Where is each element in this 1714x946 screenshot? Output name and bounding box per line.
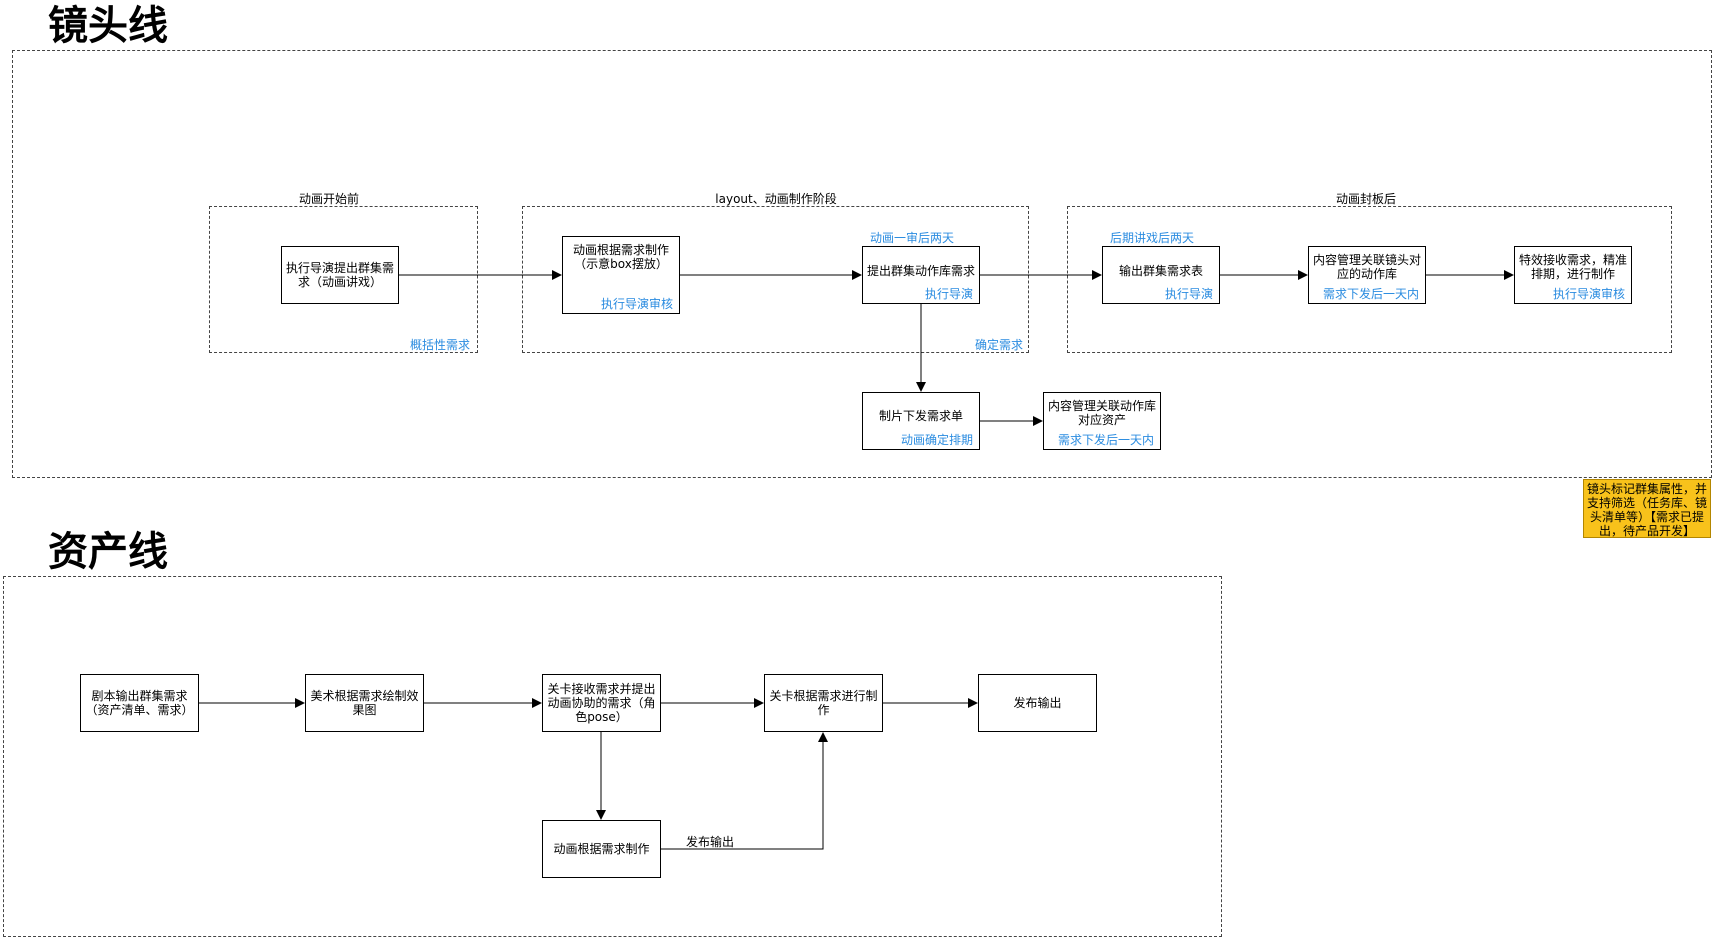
node-script-request-text: 剧本输出群集需求（资产清单、需求） (85, 689, 194, 717)
edge-a6-a4 (661, 732, 828, 850)
node-content-link-asset-text: 内容管理关联动作库对应资产 (1048, 399, 1157, 427)
node-content-link-asset[interactable]: 内容管理关联动作库对应资产 需求下发后一天内 (1043, 392, 1161, 450)
node-producer-order-text: 制片下发需求单 (878, 409, 963, 423)
edge-label-publish: 发布输出 (686, 835, 735, 849)
node-vfx-schedule[interactable]: 特效接收需求，精准排期，进行制作 执行导演审核 (1514, 246, 1632, 304)
node-animation-build[interactable]: 动画根据需求制作 (542, 820, 661, 878)
node-crowd-sheet[interactable]: 输出群集需求表 执行导演 (1102, 246, 1220, 304)
node-animation-box[interactable]: 动画根据需求制作（示意box摆放） 执行导演审核 (562, 236, 680, 314)
timing-after-review: 动画一审后两天 (870, 231, 955, 245)
node-producer-order-tag: 动画确定排期 (900, 433, 973, 447)
group-layout-stage (522, 206, 1029, 353)
node-producer-order[interactable]: 制片下发需求单 动画确定排期 (862, 392, 980, 450)
group-before-animation (209, 206, 478, 353)
node-animation-box-text: 动画根据需求制作（示意box摆放） (572, 243, 669, 271)
node-art-concept-text: 美术根据需求绘制效果图 (310, 689, 419, 717)
node-content-link-shot-tag: 需求下发后一天内 (1322, 287, 1419, 301)
node-level-request[interactable]: 关卡接收需求并提出动画协助的需求（角色pose） (542, 674, 661, 732)
node-action-library-request-tag: 执行导演 (924, 287, 973, 301)
note-shot-crowd-attribute: 镜头标记群集属性，并支持筛选（任务库、镜头清单等）【需求已提出，待产品开发】 (1583, 479, 1711, 538)
node-animation-build-text: 动画根据需求制作 (553, 842, 650, 856)
node-content-link-asset-tag: 需求下发后一天内 (1057, 433, 1154, 447)
timing-after-talk: 后期讲戏后两天 (1110, 231, 1195, 245)
node-director-request-text: 执行导演提出群集需求（动画讲戏） (286, 261, 395, 289)
node-publish-output-text: 发布输出 (1013, 696, 1062, 710)
shot-line-frame (12, 50, 1712, 478)
node-action-library-request-text: 提出群集动作库需求 (867, 264, 976, 278)
group-after-lock-label: 动画封板后 (1335, 192, 1397, 206)
node-vfx-schedule-tag: 执行导演审核 (1552, 287, 1625, 301)
node-level-build[interactable]: 关卡根据需求进行制作 (764, 674, 883, 732)
node-director-request[interactable]: 执行导演提出群集需求（动画讲戏） (281, 246, 399, 304)
group-after-lock (1067, 206, 1672, 353)
node-action-library-request[interactable]: 提出群集动作库需求 执行导演 (862, 246, 980, 304)
node-level-request-text: 关卡接收需求并提出动画协助的需求（角色pose） (547, 682, 656, 724)
node-publish-output[interactable]: 发布输出 (978, 674, 1097, 732)
group-layout-stage-label: layout、动画制作阶段 (715, 192, 837, 206)
node-crowd-sheet-tag: 执行导演 (1164, 287, 1213, 301)
node-art-concept[interactable]: 美术根据需求绘制效果图 (305, 674, 424, 732)
node-script-request[interactable]: 剧本输出群集需求（资产清单、需求） (80, 674, 199, 732)
asset-line-title: 资产线 (48, 529, 168, 575)
node-content-link-shot[interactable]: 内容管理关联镜头对应的动作库 需求下发后一天内 (1308, 246, 1426, 304)
asset-line-frame (3, 576, 1222, 937)
node-vfx-schedule-text: 特效接收需求，精准排期，进行制作 (1519, 253, 1628, 281)
node-level-build-text: 关卡根据需求进行制作 (769, 689, 878, 717)
group-layout-stage-tag: 确定需求 (975, 338, 1024, 352)
group-before-animation-tag: 概括性需求 (410, 338, 471, 352)
node-crowd-sheet-text: 输出群集需求表 (1118, 264, 1203, 278)
node-content-link-shot-text: 内容管理关联镜头对应的动作库 (1313, 253, 1422, 281)
shot-line-title: 镜头线 (48, 3, 168, 49)
node-animation-box-tag: 执行导演审核 (600, 297, 673, 311)
group-before-animation-label: 动画开始前 (298, 192, 360, 206)
